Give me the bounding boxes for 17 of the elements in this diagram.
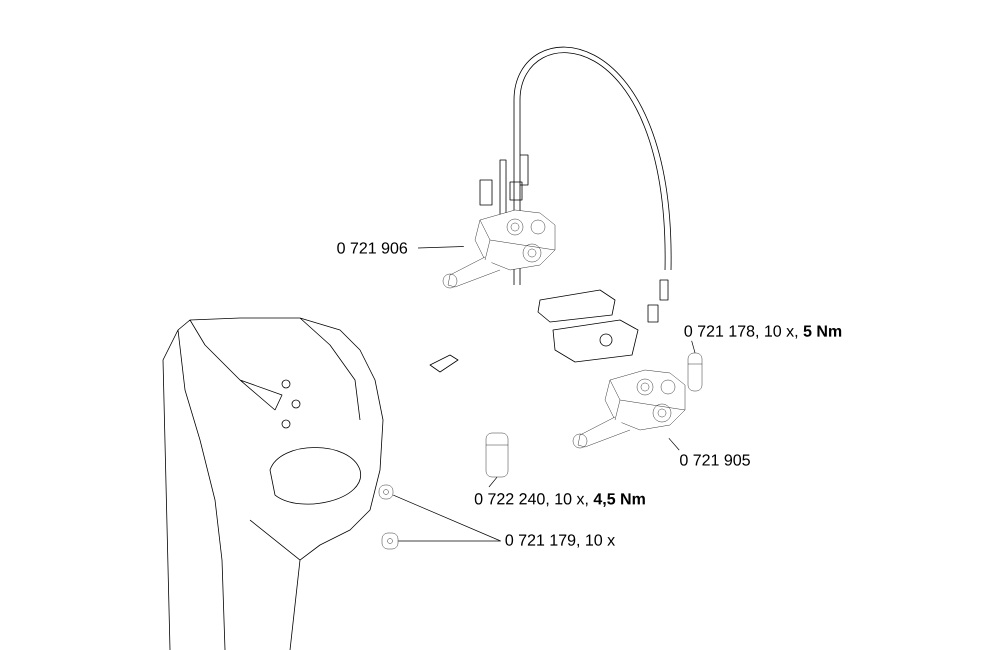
leader-line	[418, 246, 464, 248]
part-number-label: 0 721 906	[337, 242, 408, 254]
brake-pin	[486, 432, 508, 478]
leader-line	[488, 476, 498, 488]
leader-line	[398, 540, 501, 542]
leader-line	[691, 340, 696, 354]
part-number-label: 0 721 905	[680, 454, 750, 466]
leader-line	[392, 494, 501, 542]
bolt	[688, 352, 702, 392]
nut	[382, 532, 398, 550]
brake-caliper	[572, 370, 686, 448]
part-number-label: 0 721 178, 10 x, 5 Nm	[684, 325, 842, 339]
nut	[378, 484, 394, 500]
leader-line	[668, 438, 680, 450]
part-number-label: 0 721 179, 10 x	[505, 534, 615, 548]
part-number-label: 0 722 240, 10 x, 4,5 Nm	[474, 493, 645, 507]
brake-caliper	[442, 210, 556, 288]
